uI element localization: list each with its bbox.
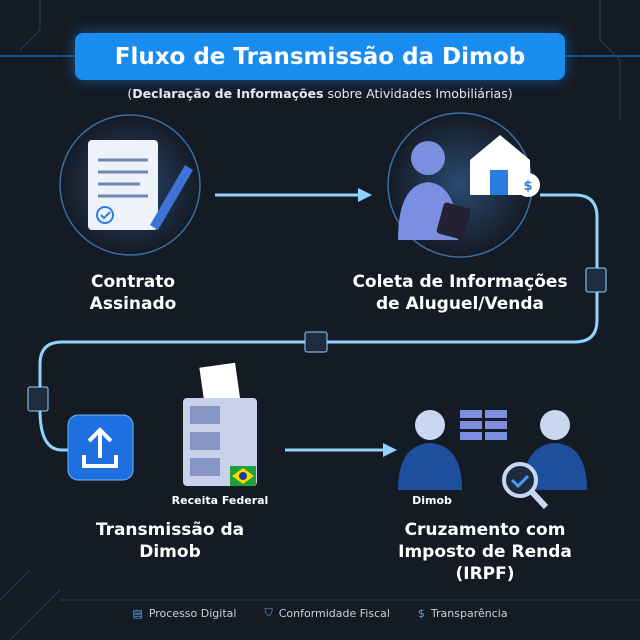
footer-item-conformidade-fiscal: ⛉ Conformidade Fiscal [264,606,389,620]
step-3-label: Transmissão da Dimob [60,519,280,563]
step-4-line3: (IRPF) [455,564,515,584]
step-3-line2: Dimob [139,542,201,562]
cross-check-illustration [398,410,587,510]
upload-icon [67,414,134,481]
step-1-line1: Contrato [90,272,176,292]
footer: ▤ Processo Digital ⛉ Conformidade Fiscal $… [0,606,640,620]
person-caption: Dimob [412,494,452,507]
step-4-line2: Imposto de Renda [398,542,572,562]
flow-arrowheads [358,188,397,457]
step-2-label: Coleta de Informações de Aluguel/Venda [330,271,590,315]
step-2-line2: de Aluguel/Venda [375,294,545,314]
footer-item-transparencia: $ Transparência [418,606,508,620]
footer-label: Conformidade Fiscal [278,606,390,620]
server-icon [183,362,257,486]
page-title: Fluxo de Transmissão da Dimob [75,33,565,80]
collection-illustration: $ [387,112,540,258]
shield-check-icon: ⛉ [264,606,273,619]
money-hand-icon: $ [417,606,425,620]
subtitle-open: ( [127,86,133,101]
footer-label: Transparência [430,606,508,620]
step-3-line1: Transmissão da [95,520,245,540]
server-icon: ▤ [132,606,143,620]
step-4-line1: Cruzamento com [404,520,566,540]
contract-illustration [59,114,201,256]
document-badges [27,267,607,412]
subtitle-bold: Declaração de Informações [132,86,324,101]
server-caption: Receita Federal [171,494,269,507]
subtitle-rest: sobre Atividades Imobiliárias) [323,86,513,101]
footer-label: Processo Digital [148,606,237,620]
svg-text:$: $ [523,179,532,194]
step-1-label: Contrato Assinado [33,271,233,315]
footer-item-processo-digital: ▤ Processo Digital [132,606,236,620]
page-subtitle: (Declaração de Informações sobre Ativida… [0,86,640,101]
step-1-line2: Assinado [89,294,177,314]
step-2-line1: Coleta de Informações [352,272,568,292]
step-4-label: Cruzamento com Imposto de Renda (IRPF) [370,519,600,585]
